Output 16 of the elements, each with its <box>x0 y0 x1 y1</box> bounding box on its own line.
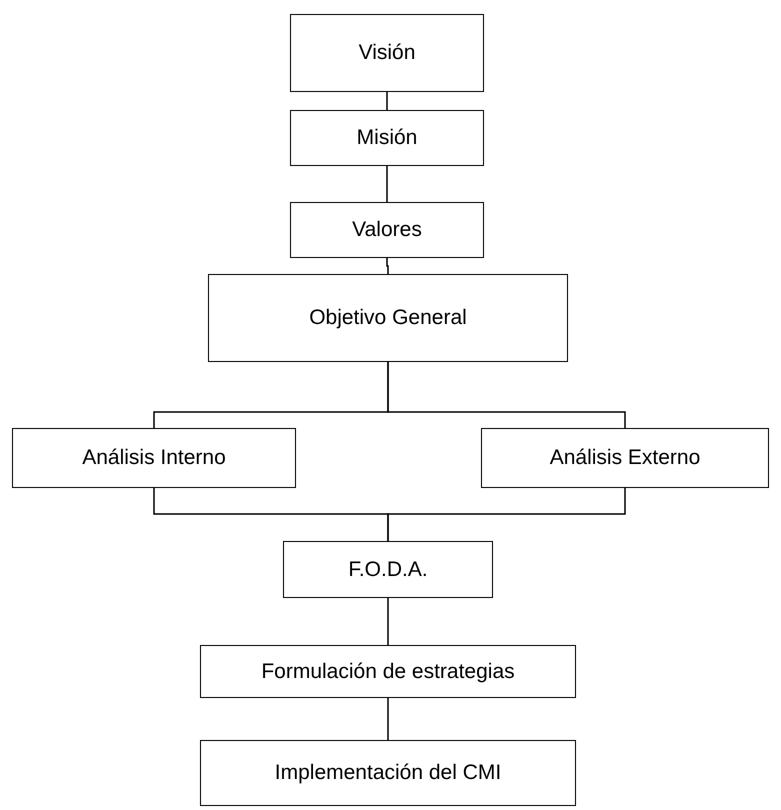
process-box: F.O.D.A. <box>283 541 493 598</box>
connector-line <box>387 698 389 740</box>
connector-line <box>386 258 389 274</box>
connector-line <box>387 598 389 645</box>
process-box: Valores <box>290 202 484 258</box>
process-box: Formulación de estrategias <box>200 645 576 698</box>
connector-line <box>386 166 388 202</box>
process-box: Implementación del CMI <box>200 740 576 806</box>
connector-line <box>387 362 626 428</box>
process-box: Análisis Externo <box>481 428 769 488</box>
process-box: Objetivo General <box>208 274 568 362</box>
process-box: Misión <box>290 110 484 166</box>
connector-line <box>386 92 388 110</box>
connector-line <box>387 488 626 541</box>
process-box: Análisis Interno <box>12 428 296 488</box>
process-box: Visión <box>290 14 484 92</box>
